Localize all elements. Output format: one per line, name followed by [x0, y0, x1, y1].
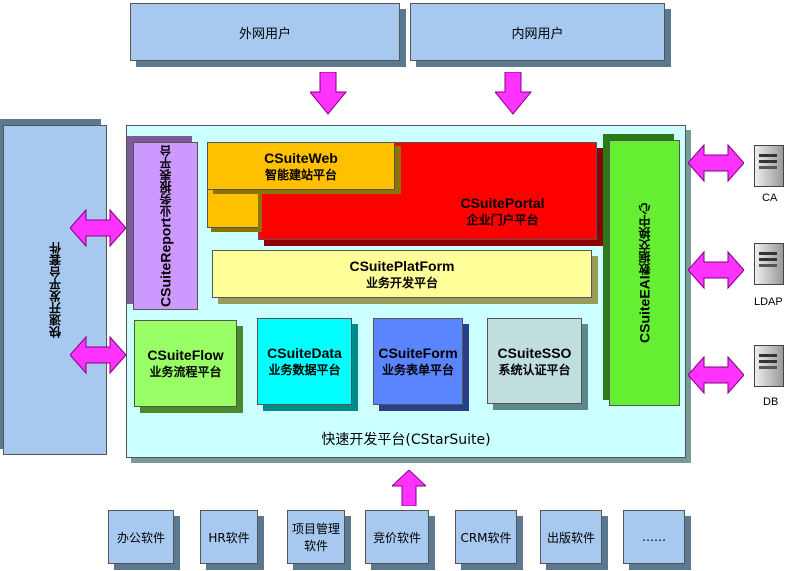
- double-arrow-icon: [688, 143, 744, 183]
- app-label: 竞价软件: [372, 530, 421, 545]
- app-box: HR软件: [200, 510, 258, 564]
- portal-name: CSuitePortal: [460, 194, 545, 211]
- left-suite-panel: 快速开发平台套件: [3, 125, 107, 455]
- sso-name: CSuiteSSO: [497, 344, 572, 361]
- app-label: 出版软件: [546, 530, 595, 545]
- internal-users-label: 内网用户: [511, 26, 564, 42]
- up-arrow-icon: [392, 470, 426, 506]
- double-arrow-icon: [70, 335, 126, 375]
- internal-users-box: 内网用户: [410, 3, 665, 61]
- form-box: CSuiteForm 业务表单平台: [373, 318, 463, 405]
- app-label: ……: [642, 530, 666, 544]
- eai-sub: 数据交换中心: [638, 203, 652, 276]
- app-box: 出版软件: [540, 510, 602, 564]
- platform-name: CSuitePlatForm: [349, 257, 455, 274]
- app-label: 项目管理软件: [292, 522, 341, 553]
- portal-sub: 企业门户平台: [466, 212, 539, 227]
- app-label: CRM软件: [460, 530, 512, 545]
- app-box: 竞价软件: [365, 510, 429, 564]
- double-arrow-icon: [688, 355, 744, 395]
- double-arrow-icon: [70, 208, 126, 248]
- app-box: 项目管理软件: [287, 510, 345, 564]
- server-label-db: DB: [763, 396, 779, 408]
- data-sub: 业务数据平台: [268, 363, 341, 377]
- double-arrow-icon: [688, 250, 744, 290]
- data-box: CSuiteData 业务数据平台: [257, 318, 352, 405]
- form-name: CSuiteForm: [378, 345, 458, 361]
- app-box: 办公软件: [108, 510, 174, 564]
- down-arrow-icon: [495, 72, 533, 115]
- server-icon: [754, 145, 784, 187]
- down-arrow-icon: [310, 72, 348, 115]
- app-box: ……: [623, 510, 685, 564]
- web-name: CSuiteWeb: [264, 149, 338, 166]
- sso-sub: 系统认证平台: [498, 362, 571, 377]
- app-label: 办公软件: [116, 530, 165, 545]
- flow-box: CSuiteFlow 业务流程平台: [134, 320, 237, 407]
- server-label-ca: CA: [762, 192, 778, 204]
- external-users-label: 外网用户: [238, 26, 291, 42]
- platform-sub: 业务开发平台: [365, 275, 438, 290]
- server-label-ldap: LDAP: [754, 296, 783, 308]
- server-icon: [754, 345, 784, 387]
- eai-name: CSuiteEAI: [636, 275, 653, 343]
- flow-sub: 业务流程平台: [149, 365, 222, 379]
- data-name: CSuiteData: [267, 345, 342, 361]
- platform-label: 快速开发平台(CStarSuite): [321, 432, 491, 448]
- left-suite-label: 快速开发平台套件: [48, 242, 63, 338]
- app-box: CRM软件: [455, 510, 517, 564]
- report-name: CSuiteReport: [157, 217, 174, 307]
- app-label: HR软件: [208, 530, 250, 545]
- external-users-box: 外网用户: [130, 3, 400, 61]
- server-icon: [754, 243, 784, 285]
- flow-name: CSuiteFlow: [147, 347, 224, 363]
- report-sub: 业务报表平台: [159, 145, 173, 218]
- form-sub: 业务表单平台: [381, 363, 454, 377]
- web-sub: 智能建站平台: [264, 167, 337, 182]
